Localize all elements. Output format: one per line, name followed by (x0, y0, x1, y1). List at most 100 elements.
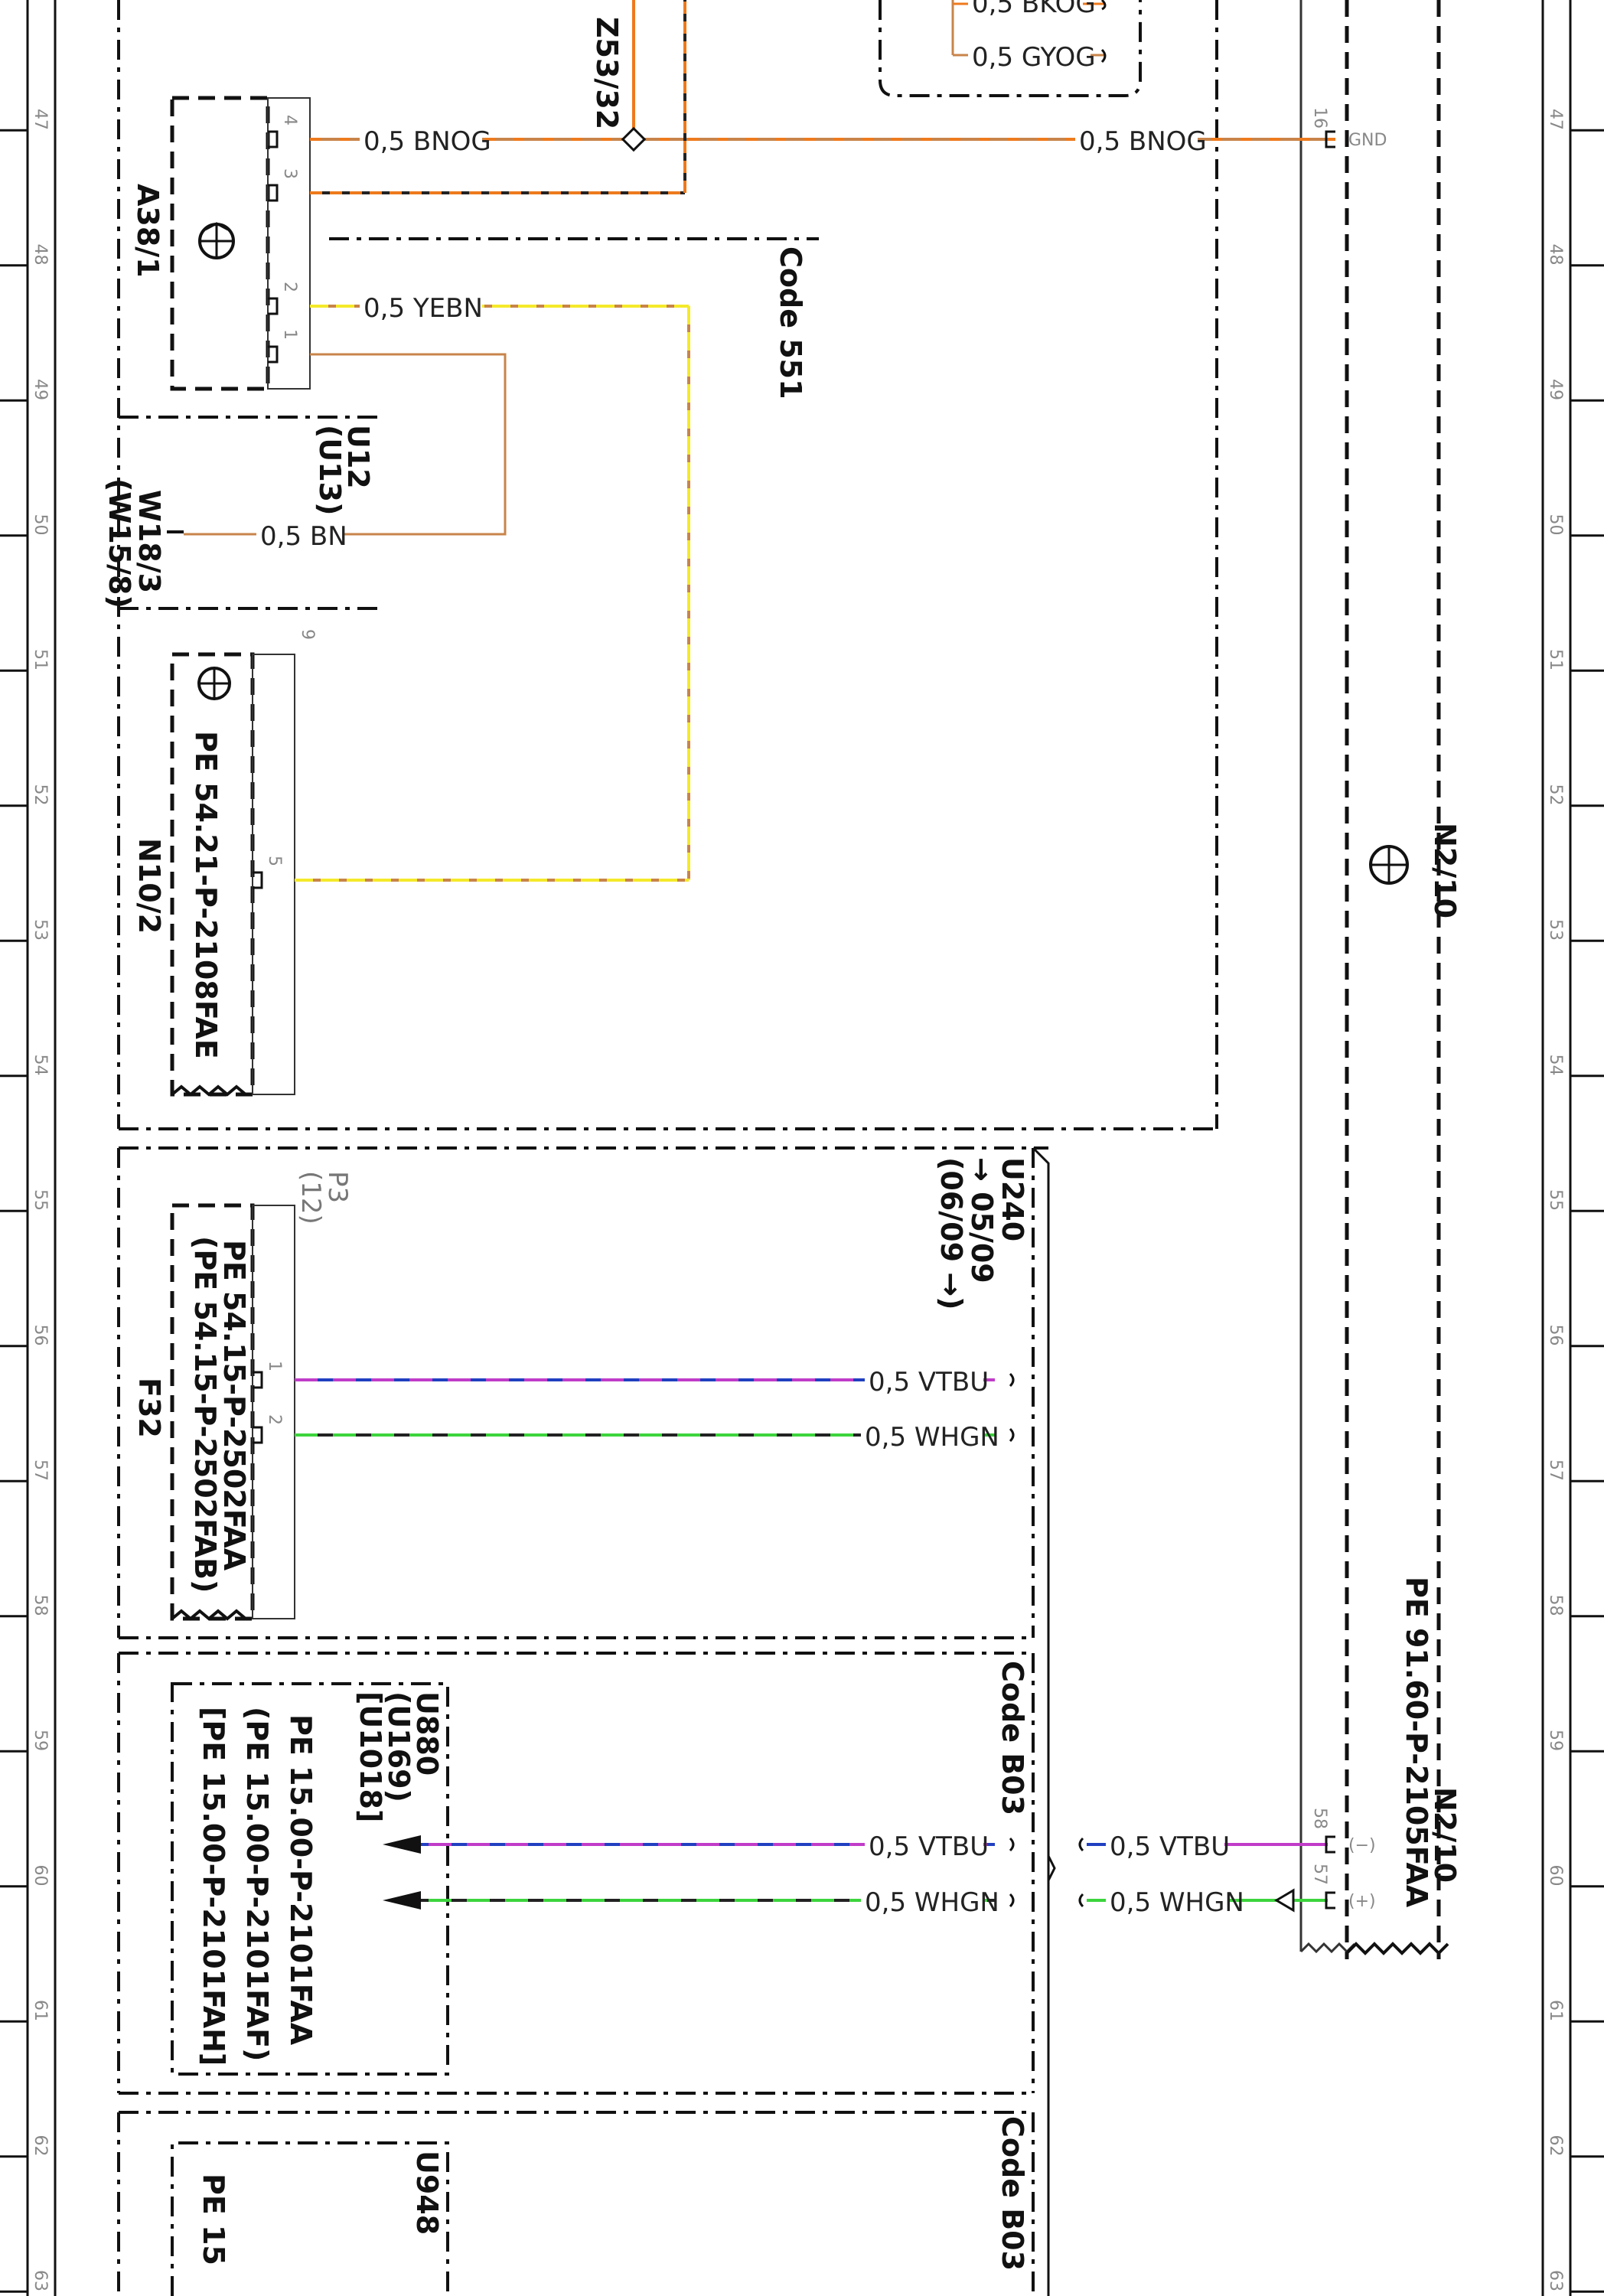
ruler-label: 63 (1546, 2270, 1565, 2291)
ref-label-2: (PE 15.00-P-2101FAF) (240, 1707, 274, 2061)
b03-frame-2 (117, 2111, 1035, 2296)
b03-frame-1 (117, 1652, 1035, 2095)
right-ruler (1541, 0, 1572, 2296)
ruler-label: 47 (31, 109, 50, 130)
wire-label-bnog-2: 0,5 BNOG (1079, 126, 1207, 157)
wire-label-vtbu-2: 0,5 VTBU (869, 1831, 989, 1862)
tilde-marks (1009, 0, 1107, 1908)
wires (184, 0, 1335, 1913)
code-b03-label-2: Code B03 (996, 2116, 1029, 2271)
u240-range-b: (06/09 →) (934, 1157, 968, 1309)
wire-label-vtbu-1: 0,5 VTBU (869, 1367, 989, 1397)
a38-1-label: A38/1 (131, 184, 165, 278)
f32-label: F32 (132, 1378, 166, 1438)
ruler-label: 58 (1546, 1595, 1565, 1616)
ruler-label: 61 (31, 2000, 50, 2021)
w15-8-label: (W15/8) (103, 478, 136, 608)
ruler-label: 55 (1546, 1189, 1565, 1211)
left-ruler (26, 0, 57, 2296)
pin-4: 4 (280, 115, 299, 126)
plus-label: (+) (1348, 1892, 1376, 1911)
wire-label-whgn-3: 0,5 WHGN (1110, 1887, 1244, 1918)
wire-label-whgn-2: 0,5 WHGN (865, 1887, 999, 1918)
ruler-label: 53 (31, 919, 50, 941)
ruler-label: 53 (1546, 919, 1565, 941)
gnd-label: GND (1348, 131, 1387, 150)
ruler-label: 57 (1546, 1459, 1565, 1481)
z53-32-label: Z53/32 (590, 17, 624, 129)
wire-label-bnog-1: 0,5 BNOG (364, 126, 491, 157)
code-551-label: Code 551 (774, 246, 807, 400)
ruler-label: 49 (31, 379, 50, 400)
pin-1: 1 (280, 329, 299, 340)
u240-range-a: → 05/09 (965, 1157, 999, 1283)
ref-label-3: [PE 15.00-P-2101FAH] (197, 1707, 230, 2066)
ruler-label: 62 (1546, 2135, 1565, 2157)
pin-labels: 4 3 2 1 9 5 1 2 16 58 57 GND (−) (+) (265, 107, 1387, 1911)
u240-label: U240 (996, 1157, 1029, 1241)
ruler-label: 54 (31, 1055, 50, 1076)
wire-label-bkog: 0,5 BKOG (972, 0, 1096, 19)
ruler-label: 56 (1546, 1325, 1565, 1346)
u948-ref: PE 15 (197, 2174, 230, 2265)
wire-label-vtbu-3: 0,5 VTBU (1110, 1831, 1230, 1862)
u13-label: (U13) (313, 425, 347, 515)
u240-frame (117, 1146, 1050, 2296)
wire-label-gyog: 0,5 GYOG (972, 42, 1096, 73)
u169-label: (U169) (382, 1691, 416, 1802)
ruler-label: 61 (1546, 2000, 1565, 2021)
ruler-label: 48 (31, 244, 50, 266)
wire-label-yebn: 0,5 YEBN (364, 293, 483, 324)
ruler-label: 55 (31, 1189, 50, 1211)
pin-9: 9 (298, 629, 317, 640)
ruler-label: 47 (1546, 109, 1565, 130)
wire-labels: 0,5 BNOG 0,5 BNOG 0,5 YEBN 0,5 BN 0,5 BK… (256, 0, 1244, 1918)
f32-component (170, 1203, 295, 1621)
pin-16: 16 (1310, 107, 1329, 129)
minus-label: (−) (1348, 1836, 1376, 1855)
u948-label: U948 (410, 2151, 444, 2235)
ruler-label: 57 (31, 1459, 50, 1481)
n10-2-ref: PE 54.21-P-2108FAE (189, 731, 223, 1059)
ruler-label: 50 (31, 514, 50, 536)
n2-10-symbol (1369, 845, 1409, 885)
ruler-label: 51 (1546, 649, 1565, 670)
code-b03-label-1: Code B03 (996, 1661, 1029, 1815)
f32-pin-1: 1 (265, 1361, 284, 1371)
u880-label: U880 (410, 1691, 444, 1776)
ruler-label: 59 (1546, 1730, 1565, 1751)
pin-2: 2 (280, 282, 299, 292)
ruler-label: 51 (31, 649, 50, 670)
n2-10-label-2: N2/10 (1428, 1787, 1462, 1883)
p3-label: P3 (322, 1171, 353, 1203)
w18-3-label: W18/3 (132, 490, 166, 593)
n10-2-component (170, 652, 295, 1097)
pin-58: 58 (1310, 1808, 1329, 1829)
pin-57: 57 (1310, 1864, 1329, 1885)
a38-1-component (170, 96, 311, 391)
n10-2-label: N10/2 (132, 838, 166, 934)
n2-10-frame (1299, 0, 1449, 1959)
wire-label-bn: 0,5 BN (260, 521, 347, 552)
f32-pin-2: 2 (265, 1414, 284, 1425)
f32-ref-2: (PE 54.15-P-2502FAB) (188, 1236, 222, 1593)
ruler-label: 60 (31, 1865, 50, 1887)
n2-10-label: N2/10 (1428, 823, 1462, 918)
p3-sub-label: (12) (295, 1171, 326, 1225)
ref-label-1: PE 15.00-P-2101FAA (284, 1714, 318, 2046)
f32-ref-1: PE 54.15-P-2502FAA (217, 1240, 251, 1571)
pin-marks (253, 130, 1335, 1910)
ruler-label: 58 (31, 1595, 50, 1616)
pin-5: 5 (265, 856, 284, 866)
gyog-box (879, 0, 1142, 97)
ruler-label: 60 (1546, 1865, 1565, 1887)
ruler-label: 50 (1546, 514, 1565, 536)
n2-10-ref: PE 91.60-P-2105FAA (1400, 1577, 1433, 1908)
frame-top (117, 0, 1218, 1130)
ruler-label: 48 (1546, 244, 1565, 266)
ruler-label: 54 (1546, 1055, 1565, 1076)
ruler-label: 52 (31, 784, 50, 806)
ruler-label: 56 (31, 1325, 50, 1346)
